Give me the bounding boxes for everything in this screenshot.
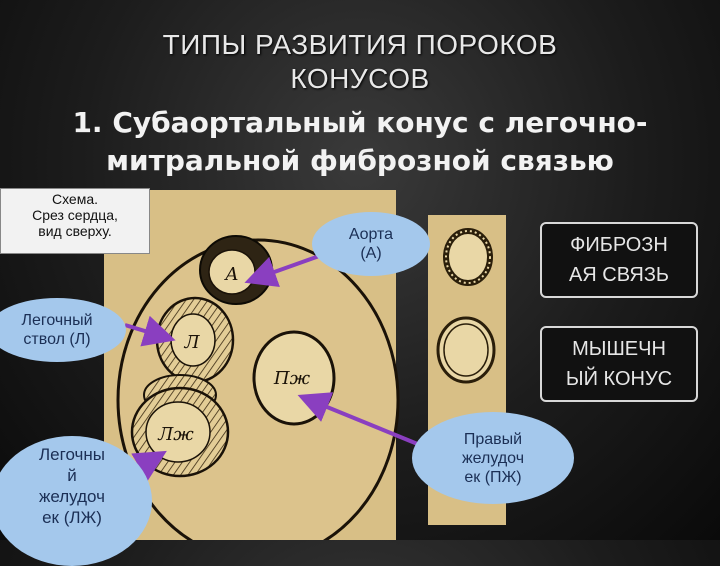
legend-muscular-line-1: МЫШЕЧН	[566, 334, 672, 364]
legend-muscular-box: МЫШЕЧН ЫЙ КОНУС	[540, 326, 698, 402]
schema-note-line-3: вид сверху.	[1, 223, 149, 239]
callout-right-ventricle-line-2: желудоч	[462, 449, 524, 468]
callout-left-ventricle: Легочны й желудоч ек (ЛЖ)	[0, 436, 152, 566]
legend-fibrous-line-1: ФИБРОЗН	[569, 230, 669, 260]
callout-right-ventricle-line-1: Правый	[462, 430, 524, 449]
callout-right-ventricle-line-3: ек (ПЖ)	[462, 468, 524, 487]
callout-aorta: Аорта (А)	[312, 212, 430, 276]
schema-note-line-2: Срез сердца,	[1, 207, 149, 223]
callout-left-ventricle-line-3: желудоч	[39, 486, 105, 507]
legend-muscular-sample	[438, 318, 494, 382]
callout-right-ventricle: Правый желудоч ек (ПЖ)	[412, 412, 574, 504]
callout-left-ventricle-line-2: й	[39, 465, 105, 486]
callout-pulmonary-trunk-line-1: Легочный	[21, 311, 92, 330]
label-lzh: Лж	[157, 424, 194, 445]
legend-muscular-line-2: ЫЙ КОНУС	[566, 364, 672, 394]
schema-note-line-1: Схема.	[1, 191, 149, 207]
callout-aorta-line-1: Аорта	[349, 225, 393, 244]
legend-fibrous-box: ФИБРОЗН АЯ СВЯЗЬ	[540, 222, 698, 298]
callout-aorta-line-2: (А)	[349, 244, 393, 263]
callout-left-ventricle-line-4: ек (ЛЖ)	[39, 507, 105, 528]
callout-pulmonary-trunk-line-2: ствол (Л)	[21, 330, 92, 349]
callout-left-ventricle-line-1: Легочны	[39, 444, 105, 465]
label-pzh: Пж	[273, 368, 311, 389]
label-l: Л	[183, 332, 200, 353]
legend-fibrous-line-2: АЯ СВЯЗЬ	[569, 260, 669, 290]
schema-note: Схема. Срез сердца, вид сверху.	[0, 188, 150, 254]
label-a: А	[223, 264, 239, 285]
